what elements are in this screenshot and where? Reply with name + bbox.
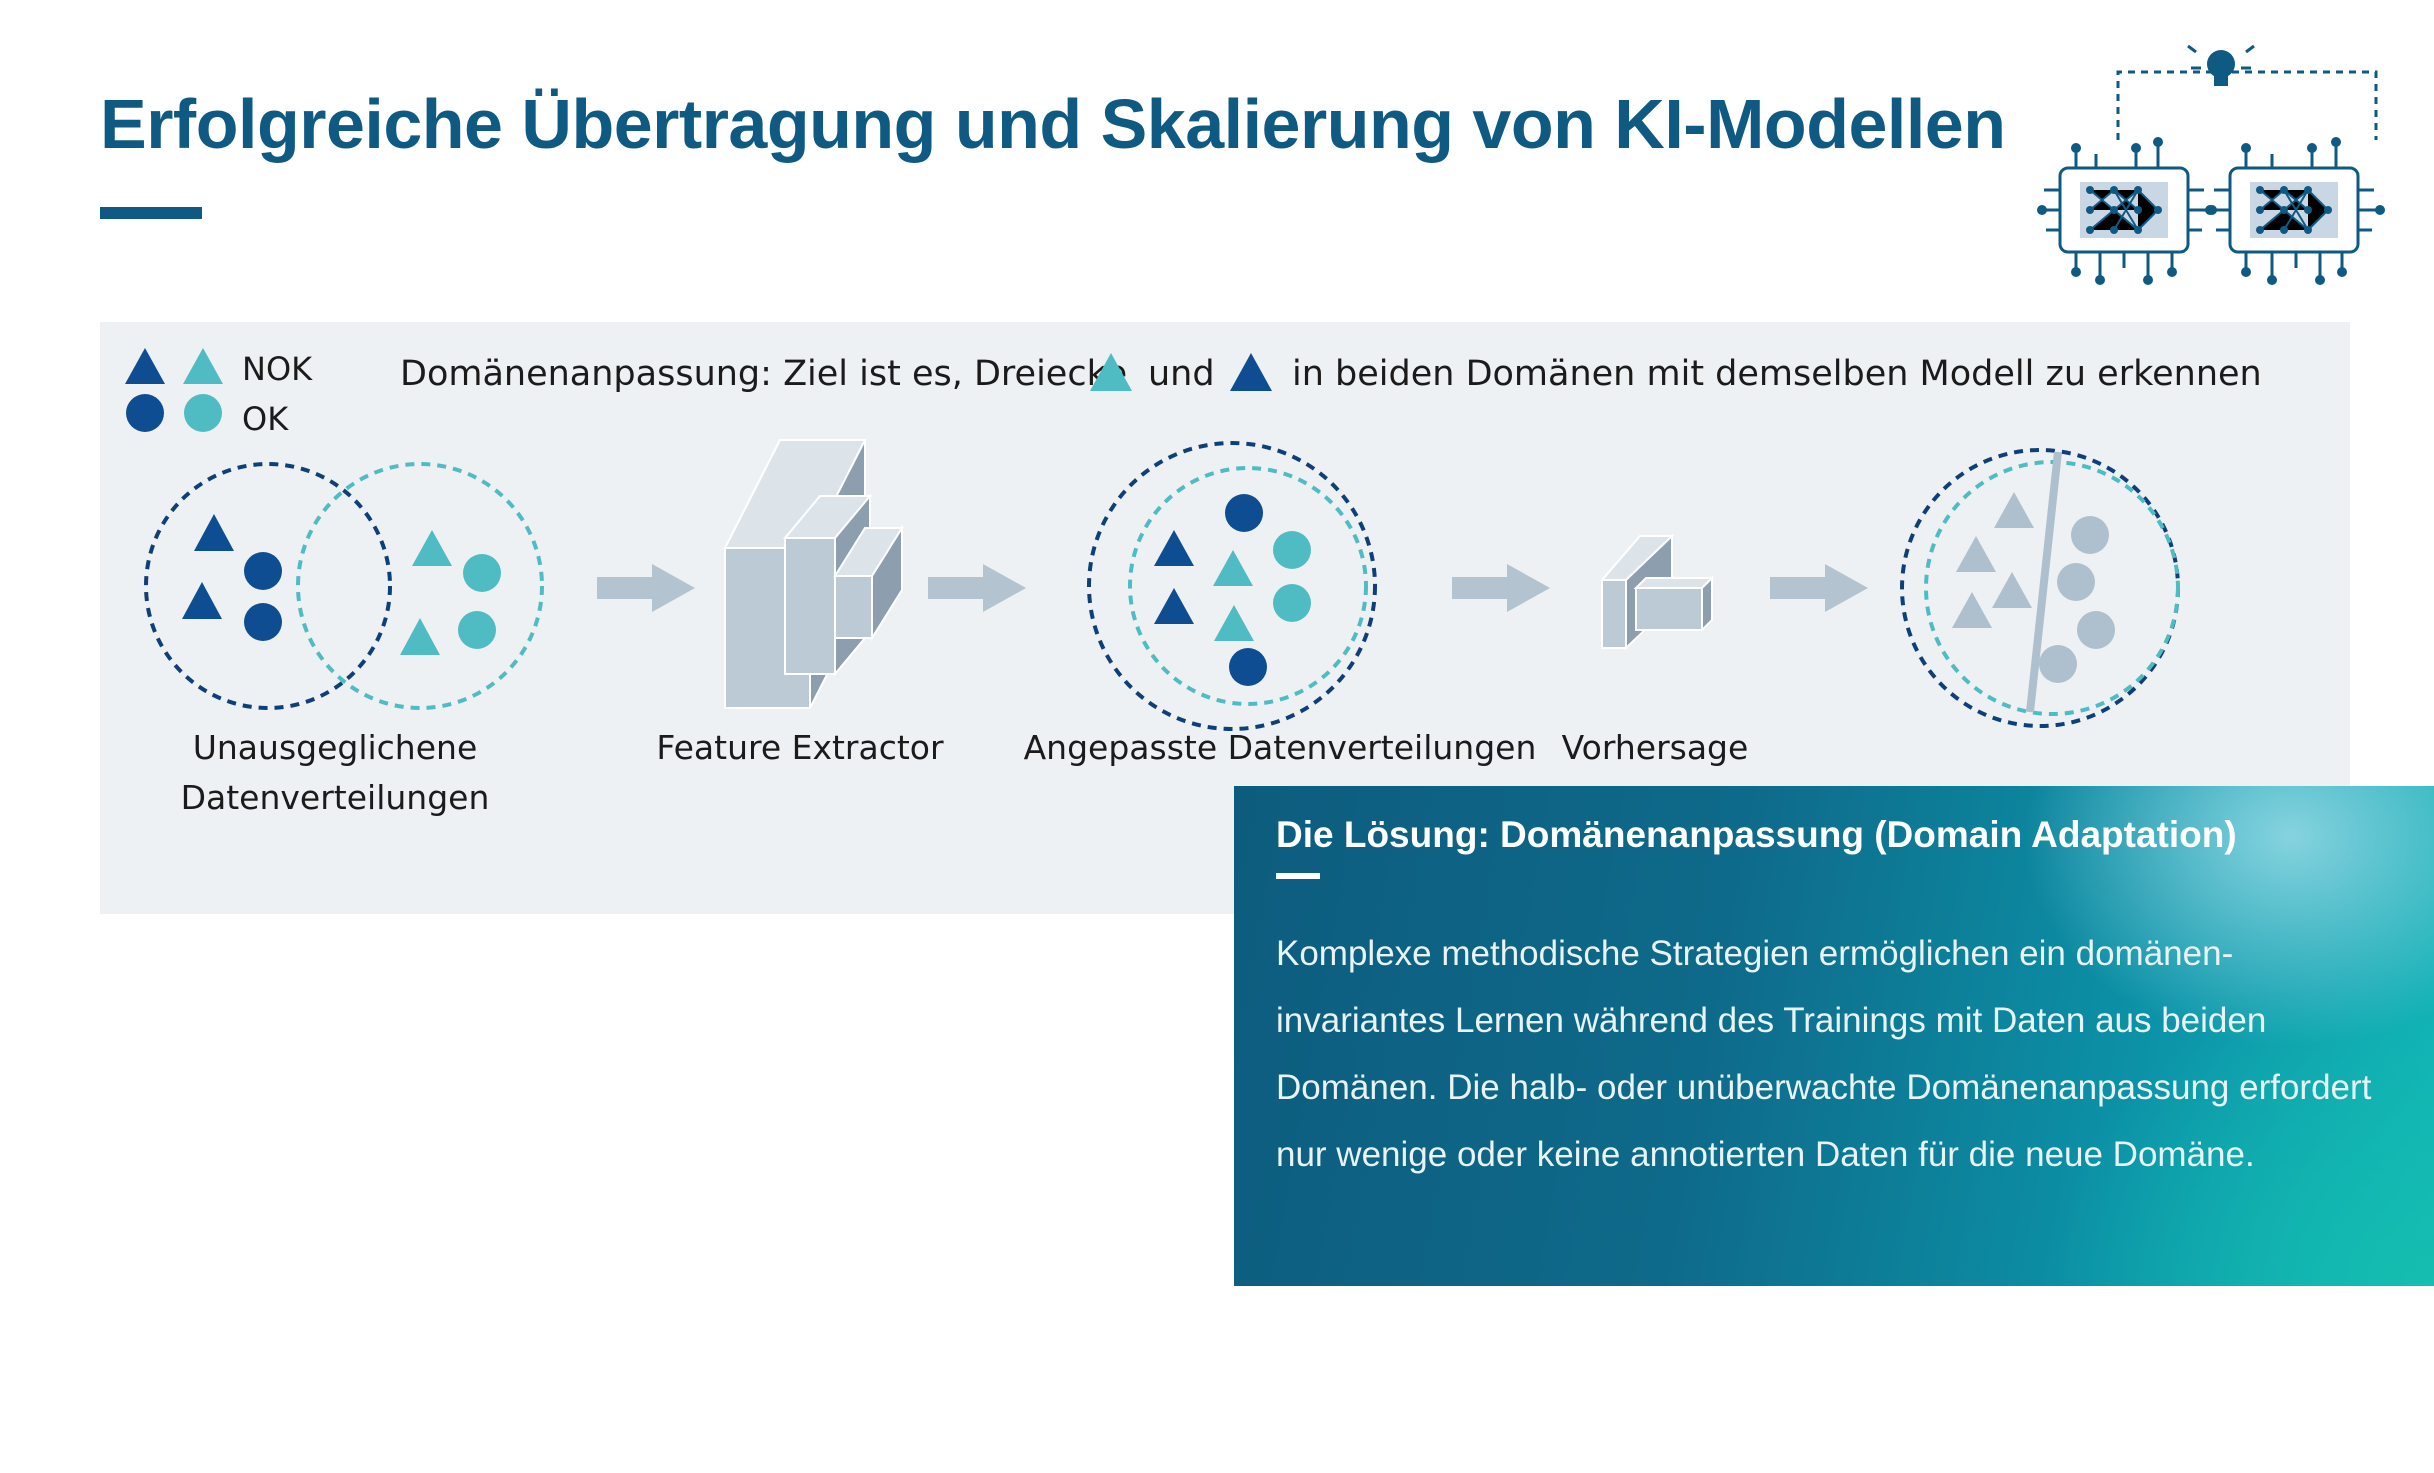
headline-part2: und xyxy=(1148,354,1215,394)
headline-part1: Domänenanpassung: Ziel ist es, Dreiecke xyxy=(400,354,1128,394)
arrow-4 xyxy=(1770,564,1868,612)
legend-nok-teal-triangle xyxy=(183,348,223,384)
legend-ok-teal-circle xyxy=(184,394,222,432)
page-title: Erfolgreiche Übertragung und Skalierung … xyxy=(100,85,2006,163)
feature-extractor-icon xyxy=(723,439,904,709)
step5-result xyxy=(1900,448,2180,728)
arrows xyxy=(597,564,1868,612)
step-label-adapted: Angepasste Datenverteilungen xyxy=(1023,728,1537,767)
solution-box: Die Lösung: Domänenanpassung (Domain Ada… xyxy=(1234,786,2434,1286)
legend-nok-dark-triangle xyxy=(125,348,165,384)
arrow-1 xyxy=(597,564,695,612)
step-label-feature-extractor: Feature Extractor xyxy=(656,728,944,767)
arrow-2 xyxy=(928,564,1026,612)
solution-text: Komplexe methodische Strategien ermöglic… xyxy=(1276,934,2372,1174)
prediction-icon xyxy=(1599,533,1715,651)
step-label-prediction: Vorhersage xyxy=(1561,728,1749,767)
step-label-imbalanced-line1: Unausgeglichene xyxy=(192,728,478,767)
step1-circles xyxy=(144,462,544,710)
legend-ok-dark-circle xyxy=(126,394,164,432)
headline-part3: in beiden Domänen mit demselben Modell z… xyxy=(1292,354,2262,394)
solution-underline xyxy=(1276,873,1320,879)
lightbulb-icon xyxy=(2187,44,2255,86)
step-label-imbalanced-line2: Datenverteilungen xyxy=(180,778,490,817)
step3-circles xyxy=(1087,441,1377,731)
step-label-imbalanced: Unausgeglichene Datenverteilungen xyxy=(150,723,520,823)
legend-ok-label: OK xyxy=(242,400,289,438)
solution-title: Die Lösung: Domänenanpassung (Domain Ada… xyxy=(1276,814,2237,855)
headline-teal-triangle xyxy=(1090,353,1132,391)
title-underline xyxy=(100,207,202,219)
legend-nok-label: NOK xyxy=(242,350,313,388)
arrow-3 xyxy=(1452,564,1550,612)
legend-shapes xyxy=(125,348,223,432)
headline-dark-triangle xyxy=(1230,353,1272,391)
chip-network-icon xyxy=(2037,44,2385,285)
